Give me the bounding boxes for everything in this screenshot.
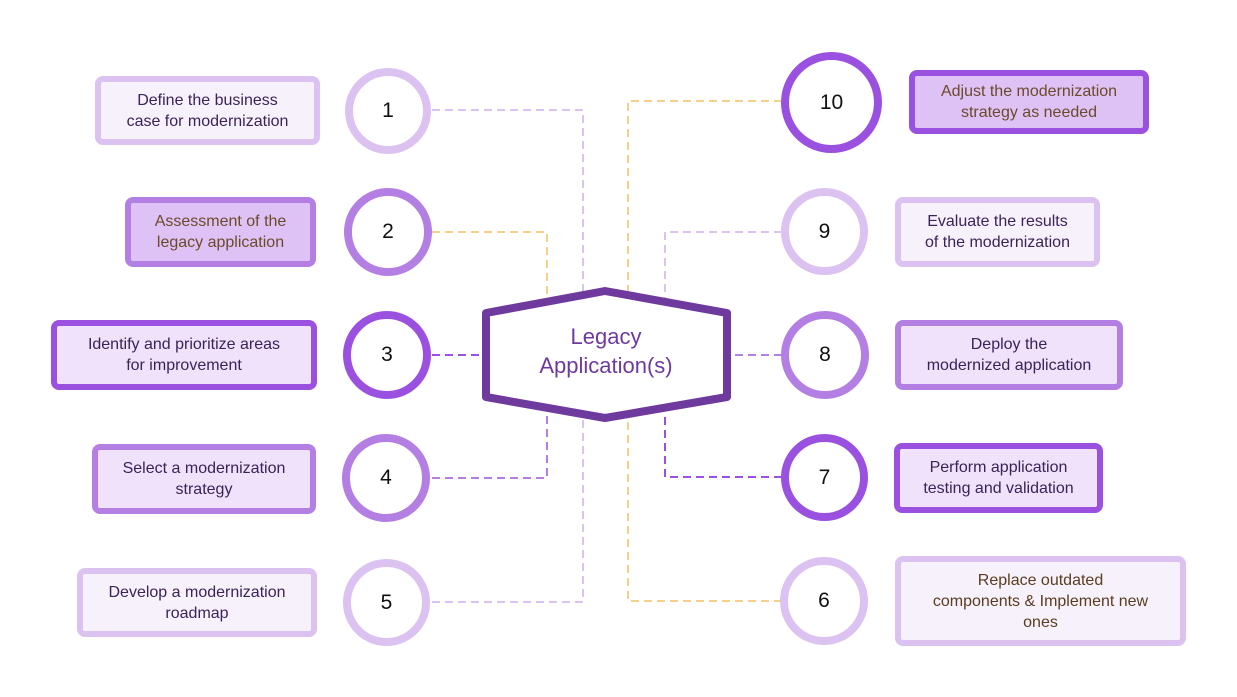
step-9-number: 9 [818,219,831,243]
step-10-circle[interactable]: 10 [781,52,882,153]
step-8-text-line2: modernized application [926,357,1092,374]
step-5-circle[interactable]: 5 [343,559,430,646]
step-6-text-line2: components & Implement new [932,592,1149,610]
connector-9 [664,231,782,298]
step-6-text-line3: ones [1023,613,1058,631]
step-2-text-line1: Assessment of the [154,213,287,230]
hub-hexagon[interactable] [482,287,731,422]
connector-2 [432,231,548,298]
step-10-text-line2: strategy as needed [960,104,1098,121]
step-1-text-line2: case for modernization [126,112,289,130]
step-9-box[interactable]: Evaluate the results of the modernization [895,197,1100,267]
step-7-text-line2: testing and validation [923,480,1074,497]
connector-4 [432,412,548,479]
hub-label-line1: Legacy [570,324,642,349]
step-7-number: 7 [818,465,831,489]
step-6-text-line1: Replace outdated [977,571,1104,589]
step-10-text-line1: Adjust the modernization [940,83,1118,100]
connector-10 [627,100,782,292]
step-1-box[interactable]: Define the business case for modernizatio… [95,76,320,145]
step-8-text-line1: Deploy the [970,336,1048,353]
step-5-box[interactable]: Develop a modernization roadmap [77,568,317,637]
step-4-box[interactable]: Select a modernization strategy [92,444,316,514]
step-3-text-line2: for improvement [126,357,242,374]
connector-1 [432,109,584,292]
step-10-box[interactable]: Adjust the modernization strategy as need… [909,70,1149,134]
step-6-circle[interactable]: 6 [780,557,868,645]
step-4-text-line1: Select a modernization [122,460,286,477]
step-3-box[interactable]: Identify and prioritize areas for improve… [51,320,317,390]
hub-label-line2: Application(s) [539,353,673,378]
step-3-circle[interactable]: 3 [343,311,431,399]
step-7-text-line1: Perform application [929,459,1068,476]
hub-label: Legacy Application(s) [482,322,730,380]
step-5-number: 5 [380,590,393,614]
step-3-number: 3 [381,343,393,366]
connector-6 [627,418,782,602]
step-4-number: 4 [380,466,392,489]
step-2-number: 2 [382,220,394,243]
step-4-text-line2: strategy [175,481,233,498]
connector-5 [432,418,584,603]
step-9-text-line1: Evaluate the results [927,213,1068,230]
step-1-text-line1: Define the business [137,91,278,109]
step-8-number: 8 [819,343,831,366]
step-2-box[interactable]: Assessment of the legacy application [125,197,316,267]
step-9-text-line2: of the modernization [925,234,1070,251]
step-5-text-line1: Develop a modernization [108,583,286,601]
step-10-number: 10 [819,90,844,114]
step-7-circle[interactable]: 7 [781,434,868,521]
connector-7 [664,412,782,478]
step-5-text-line2: roadmap [165,604,229,622]
step-2-circle[interactable]: 2 [344,188,432,276]
step-2-text-line2: legacy application [156,234,285,251]
step-8-circle[interactable]: 8 [781,311,869,399]
step-6-number: 6 [818,589,830,612]
step-4-circle[interactable]: 4 [342,434,430,522]
step-7-box[interactable]: Perform application testing and validatio… [894,443,1103,513]
step-1-circle[interactable]: 1 [345,68,431,154]
step-8-box[interactable]: Deploy the modernized application [895,320,1123,390]
step-9-circle[interactable]: 9 [781,188,868,275]
step-6-box[interactable]: Replace outdated components & Implement n… [895,556,1186,646]
step-1-number: 1 [382,99,394,122]
step-3-text-line1: Identify and prioritize areas [87,336,281,353]
